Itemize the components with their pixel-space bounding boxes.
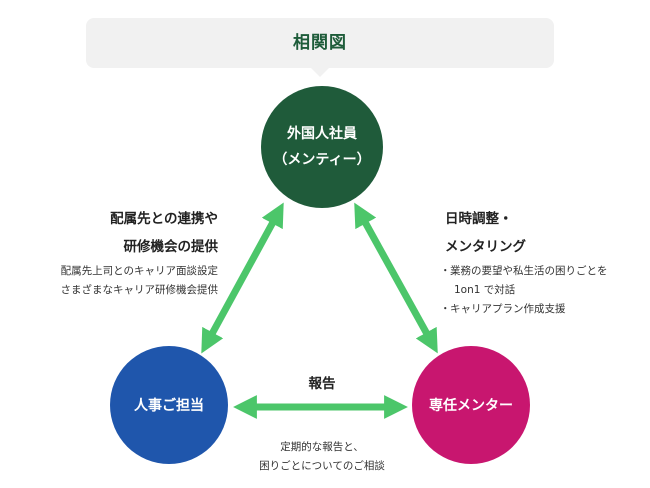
left-detail: 配属先上司とのキャリア面談設定 さまざまなキャリア研修機会提供 [61,262,219,300]
mentee-node: 外国人社員 （メンティー） [261,86,383,208]
mentee-sublabel: （メンティー） [273,152,371,168]
bullet-2: ・ [440,303,451,315]
left-heading-line2: 研修機会の提供 [123,239,219,255]
mentor-label: 専任メンター [429,398,513,414]
arrow-right-diagonal [354,202,438,354]
right-detail-list: ・業務の要望や私生活の困りごとを 1on1 で対話 ・キャリアプラン作成支援 [440,262,608,319]
right-heading-line1: 日時調整・ [445,211,513,227]
bullet-1: ・ [440,265,451,277]
left-detail-line1: 配属先上司とのキャリア面談設定 [60,265,218,277]
right-item-2-text: キャリアプラン作成支援 [450,303,566,315]
hr-node: 人事ご担当 [110,346,228,464]
right-item-2: ・キャリアプラン作成支援 [440,300,608,319]
mentor-node: 専任メンター [412,346,530,464]
left-heading-line1: 配属先との連携や [110,211,218,227]
right-item-1: ・業務の要望や私生活の困りごとを [440,262,608,281]
bottom-detail-line2: 困りごとについてのご相談 [259,460,385,472]
bottom-heading: 報告 [308,376,336,392]
arrow-left-diagonal [201,202,284,354]
right-item-1-continued: 1on1 で対話 [440,281,608,300]
left-detail-line2: さまざまなキャリア研修機会提供 [60,284,219,296]
hr-label: 人事ご担当 [134,398,204,414]
diagram-title: 相関図 [293,33,347,53]
mentee-label: 外国人社員 [287,126,357,142]
right-item-1-line1: 業務の要望や私生活の困りごとを [450,265,608,277]
left-heading: 配属先との連携や 研修機会の提供 [110,205,218,261]
bottom-detail: 定期的な報告と、 困りごとについてのご相談 [232,438,412,476]
title-banner-pointer [311,68,329,77]
right-heading-line2: メンタリング [445,239,526,255]
right-heading: 日時調整・ メンタリング [445,205,526,261]
right-item-1-line2: 1on1 で対話 [454,284,516,296]
bottom-detail-line1: 定期的な報告と、 [280,441,364,453]
title-banner [86,18,554,68]
